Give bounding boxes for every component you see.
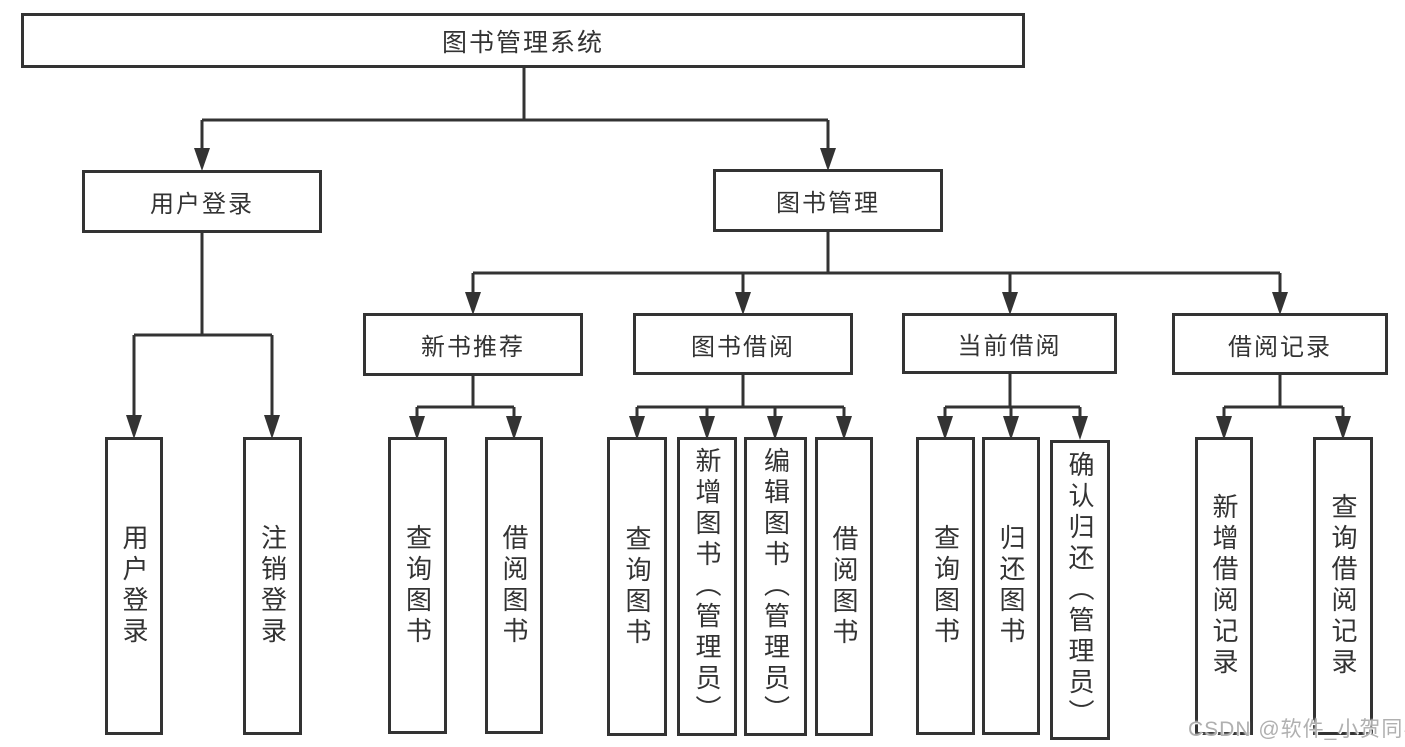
node-query-borrow-record: 查询借阅记录 [1313, 437, 1373, 735]
node-add-borrow-record: 新增借阅记录 [1195, 437, 1253, 735]
node-label: 编辑图书（管理员） [760, 447, 791, 726]
node-current-borrowing: 当前借阅 [902, 313, 1117, 374]
node-label: 图书管理 [776, 190, 880, 217]
node-add-book-admin: 新增图书（管理员） [677, 437, 737, 736]
node-book-borrowing: 图书借阅 [633, 313, 853, 375]
node-borrow-books-leaf: 借阅图书 [815, 437, 873, 736]
node-label: 查询借阅记录 [1328, 493, 1358, 679]
node-label: 图书管理系统 [441, 28, 604, 57]
node-return-book: 归还图书 [982, 437, 1040, 735]
arrowhead-icons [126, 148, 1351, 440]
node-label: 借阅图书 [829, 524, 859, 649]
node-label: 借阅图书 [499, 523, 529, 648]
node-label: 新增图书（管理员） [692, 447, 722, 726]
node-library-management-system: 图书管理系统 [21, 13, 1025, 68]
node-label: 用户登录 [119, 524, 149, 648]
node-label: 注销登录 [257, 524, 288, 648]
node-new-book-recommendation: 新书推荐 [363, 313, 583, 376]
node-borrow-books-recommend: 借阅图书 [485, 437, 543, 734]
node-label: 归还图书 [996, 524, 1026, 648]
node-label: 用户登录 [150, 191, 254, 218]
node-label: 新书推荐 [421, 334, 525, 361]
node-confirm-return-admin: 确认归还（管理员） [1050, 440, 1110, 740]
node-user-login: 用户登录 [82, 170, 322, 233]
node-book-management: 图书管理 [713, 169, 943, 232]
node-label: 查询图书 [402, 523, 433, 648]
node-query-books-recommend: 查询图书 [388, 437, 447, 734]
node-label: 新增借阅记录 [1209, 493, 1239, 679]
node-query-books-borrowing: 查询图书 [607, 437, 667, 736]
node-label: 查询图书 [930, 524, 961, 648]
node-label: 查询图书 [622, 524, 652, 649]
node-query-books-current: 查询图书 [916, 437, 975, 735]
node-label: 图书借阅 [691, 333, 795, 361]
node-label: 确认归还（管理员） [1065, 450, 1095, 730]
node-edit-book-admin: 编辑图书（管理员） [744, 437, 807, 736]
node-logout: 注销登录 [243, 437, 302, 735]
node-label: 当前借阅 [957, 333, 1062, 360]
csdn-watermark: CSDN @软件_小贺同学 [1188, 718, 1405, 741]
node-borrowing-records: 借阅记录 [1172, 313, 1388, 375]
node-label: 借阅记录 [1228, 333, 1332, 361]
node-user-login-leaf: 用户登录 [105, 437, 163, 735]
